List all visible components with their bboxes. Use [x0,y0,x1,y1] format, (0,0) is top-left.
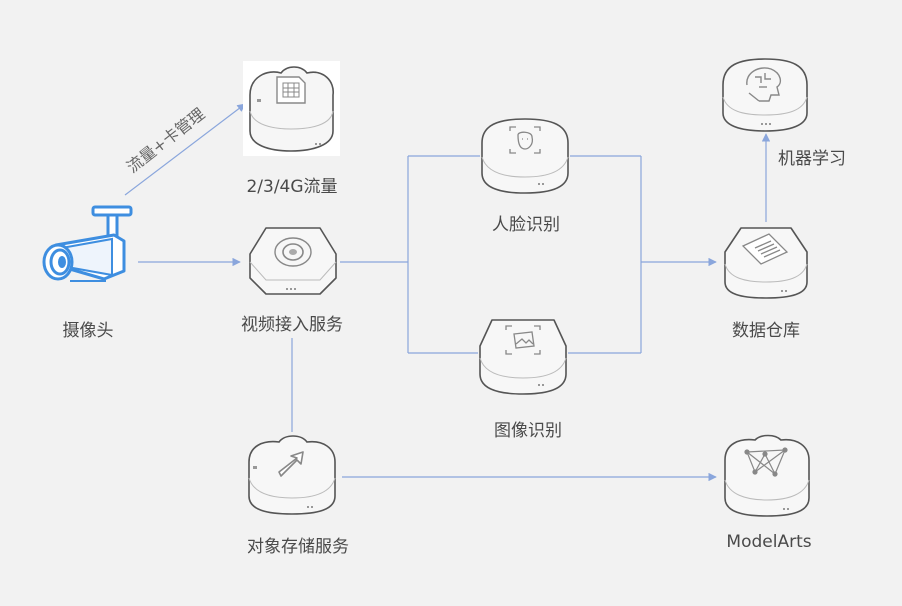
traffic-node-shape [249,66,334,152]
network-graph-icon [744,447,788,477]
data-warehouse-label: 数据仓库 [732,321,800,341]
data-warehouse-node-shape [724,227,808,299]
object-storage-node[interactable] [245,432,339,522]
video-access-label: 视频接入服务 [241,315,343,335]
face-recognition-node[interactable] [478,115,572,201]
image-recognition-node[interactable] [476,316,570,402]
traffic-node[interactable] [243,61,340,156]
traffic-label: 2/3/4G流量 [246,177,338,197]
modelarts-node-shape [724,434,810,517]
image-recognition-node-shape [479,319,567,395]
machine-learning-node[interactable] [719,55,811,139]
data-document-icon [741,233,789,265]
modelarts-node[interactable] [721,432,813,524]
machine-learning-node-shape [722,58,808,132]
machine-learning-label: 机器学习 [778,149,846,169]
data-warehouse-node[interactable] [721,222,811,306]
face-recognition-label: 人脸识别 [492,215,560,235]
cctv-camera-icon [42,205,133,282]
sim-card-icon [276,76,306,104]
edge-camera-traffic [124,103,246,196]
video-access-node[interactable] [246,222,340,304]
image-scan-icon [505,325,541,355]
object-storage-label: 对象存储服务 [247,537,349,557]
image-recognition-label: 图像识别 [494,421,562,441]
camera-label: 摄像头 [62,321,114,341]
video-access-node-shape [249,227,337,295]
video-access-icon [274,237,312,267]
modelarts-label: ModelArts [726,532,812,552]
camera-node[interactable] [36,205,136,304]
face-scan-icon [509,126,541,154]
upload-arrow-icon [278,451,304,477]
brain-head-icon [746,67,782,102]
face-recognition-node-shape [481,118,569,194]
object-storage-node-shape [248,435,336,515]
